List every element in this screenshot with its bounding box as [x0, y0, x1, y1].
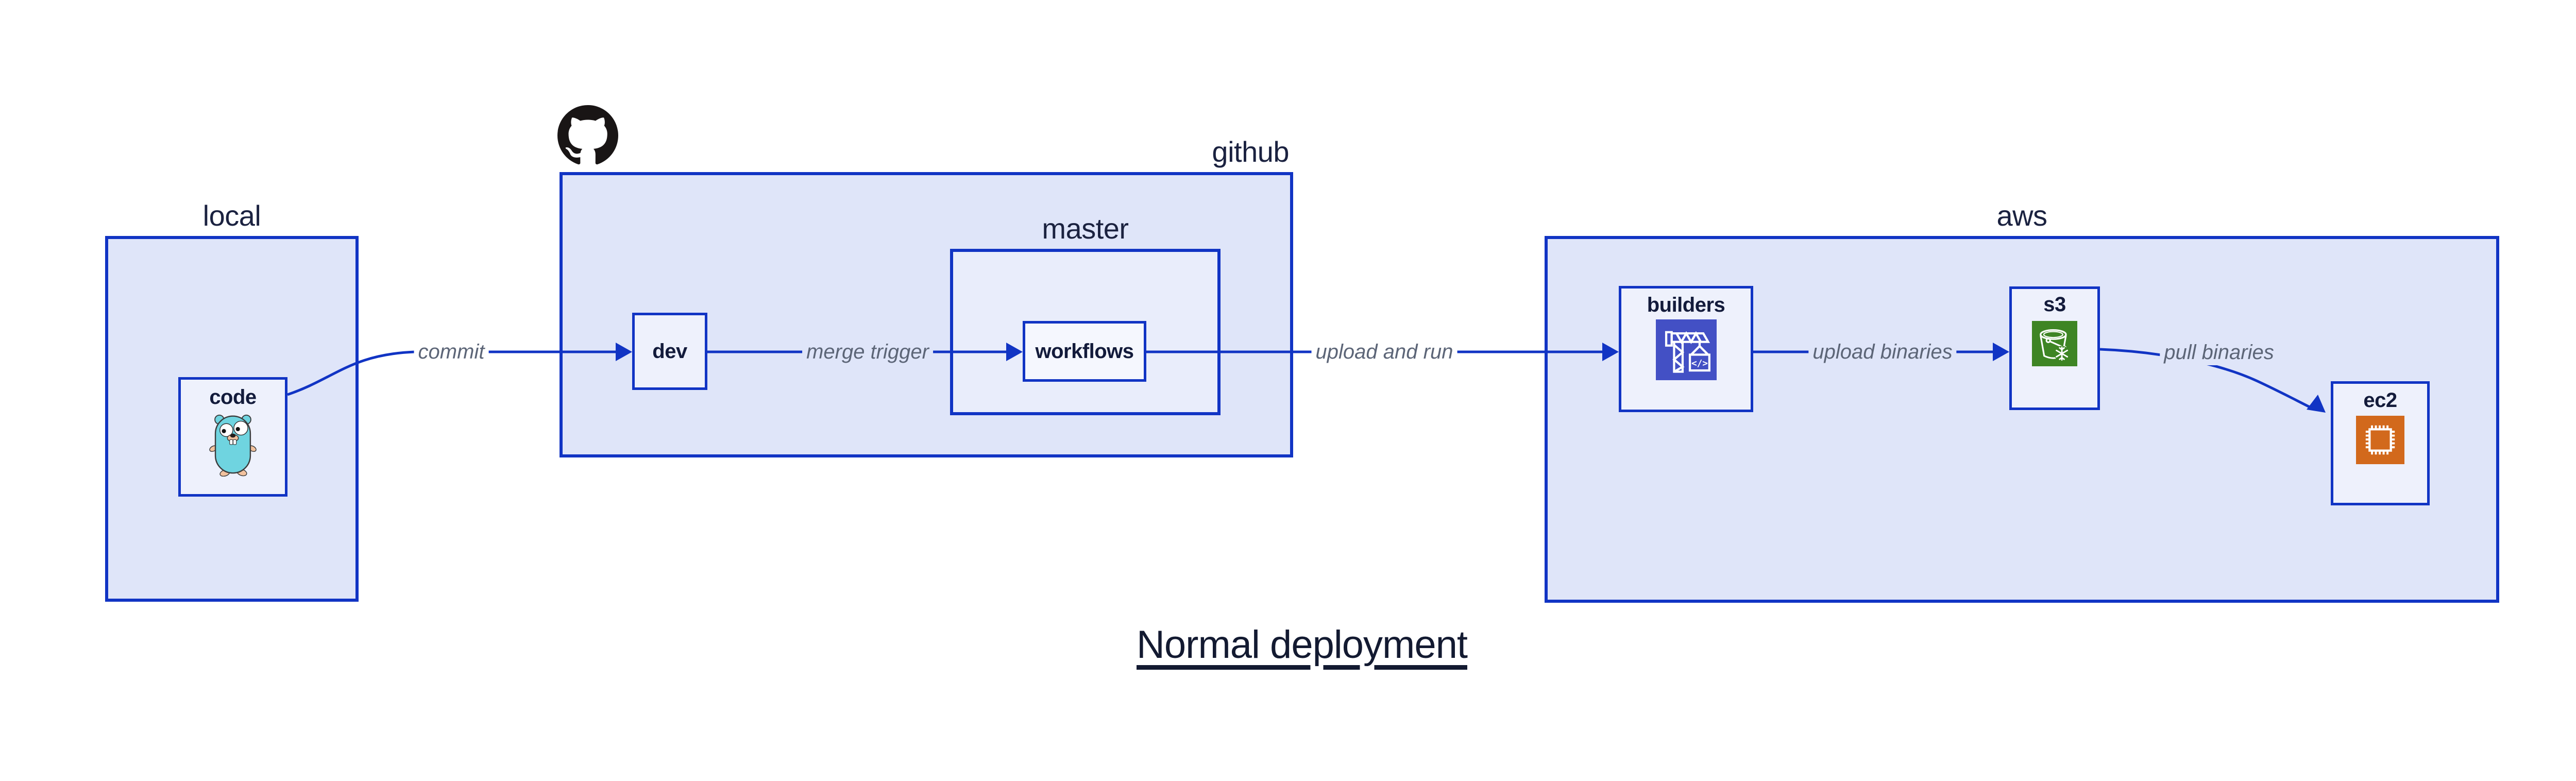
workflows-label: workflows — [1035, 340, 1134, 363]
aws-ec2-icon — [2356, 416, 2404, 464]
edge-label-commit: commit — [414, 339, 489, 365]
edge-label-pull-binaries: pull binaries — [2160, 339, 2278, 365]
node-builders: builders </> — [1619, 286, 1753, 412]
aws-codebuild-icon: </> — [1655, 319, 1717, 380]
node-dev: dev — [632, 313, 707, 390]
aws-label: aws — [1996, 199, 2047, 232]
diagram-title: Normal deployment — [1137, 623, 1468, 667]
arrowhead-to-s3 — [1993, 343, 2009, 361]
node-code: code — [178, 377, 287, 497]
edge-label-upload-binaries: upload binaries — [1808, 339, 1957, 365]
edge-commit-line — [287, 350, 617, 396]
github-label: github — [1212, 135, 1289, 168]
arrowhead-to-workflows — [1006, 343, 1023, 361]
ec2-label: ec2 — [2363, 389, 2397, 412]
go-gopher-icon — [209, 414, 257, 477]
edge-label-merge-trigger: merge trigger — [802, 339, 933, 365]
node-workflows: workflows — [1023, 321, 1146, 382]
aws-s3-glacier-icon — [2032, 321, 2077, 366]
builders-label: builders — [1647, 294, 1725, 316]
master-label: master — [1042, 212, 1129, 245]
svg-text:</>: </> — [1691, 359, 1707, 369]
node-ec2: ec2 — [2331, 381, 2430, 505]
edge-pull-binaries-line — [2099, 348, 2311, 409]
arrowhead-to-builders — [1602, 343, 1619, 361]
node-s3: s3 — [2009, 286, 2100, 410]
github-octocat-icon — [557, 105, 618, 165]
edge-label-upload-and-run: upload and run — [1311, 339, 1458, 365]
code-label: code — [209, 386, 257, 409]
dev-label: dev — [652, 340, 687, 363]
arrowhead-to-dev — [616, 343, 632, 361]
s3-label: s3 — [2043, 293, 2066, 316]
local-label: local — [202, 199, 261, 232]
arrowhead-to-ec2 — [2307, 395, 2326, 413]
